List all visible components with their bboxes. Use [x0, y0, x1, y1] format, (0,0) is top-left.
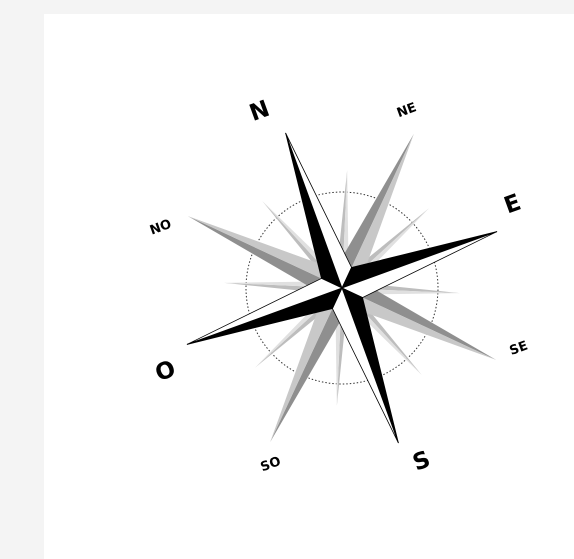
east-label: E [501, 190, 525, 220]
north-west-label: NO [148, 217, 174, 239]
south-east-label: SE [508, 339, 530, 359]
south-west-label: SO [259, 454, 283, 475]
north-label: N [246, 96, 273, 127]
south-label: S [409, 446, 433, 476]
north-east-label: NE [395, 100, 419, 121]
compass-cardinal-points [131, 77, 554, 500]
west-label: O [152, 356, 179, 387]
